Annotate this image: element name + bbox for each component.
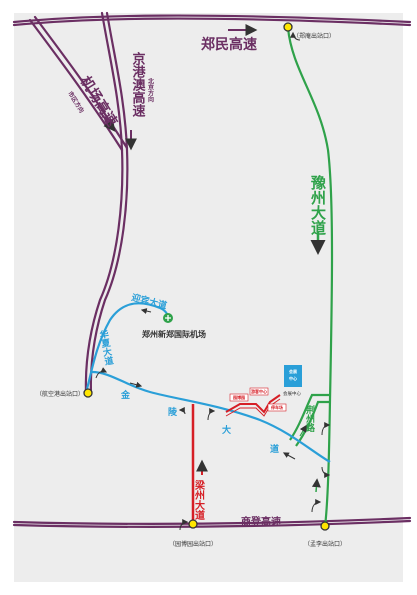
road-arrows	[95, 31, 331, 531]
direction-arrow-icon	[99, 111, 116, 132]
sign-box	[229, 393, 249, 402]
jinggang-highway-line-1	[84, 11, 124, 395]
liangzhou-label: 梁州大道	[193, 479, 206, 521]
jinling-avenue-line	[91, 370, 331, 463]
exit-markers	[83, 22, 330, 531]
blue-roads	[84, 302, 331, 463]
turn-arrow-icon	[321, 422, 331, 436]
airport-highway-line-1	[28, 18, 124, 152]
jinggang-direction: 北京方向	[147, 77, 154, 103]
turn-arrow-icon	[207, 408, 216, 421]
exit-marker-icon	[283, 22, 293, 32]
airport-highway-line-2	[33, 15, 129, 150]
jinggang-highway-line-2	[89, 11, 129, 395]
exit-marker-icon	[188, 519, 198, 529]
highway-arrows	[99, 24, 258, 151]
turn-arrow-icon	[178, 407, 186, 415]
zhengmin-label: 郑民高速	[201, 36, 257, 53]
red-sign-2: 游客中心	[251, 388, 267, 394]
exit-label-menglizhuang: （孟李出站口）	[304, 540, 346, 548]
turn-arrow-icon	[290, 31, 301, 41]
park-route-line	[225, 394, 281, 414]
sign-box	[267, 403, 287, 412]
building-label: 会展中心	[283, 390, 301, 397]
jingzhou-label: 荆州路	[304, 404, 316, 433]
turn-arrow-icon	[311, 499, 322, 513]
jinling-char-2: 陵	[168, 406, 178, 418]
exit-label-zhengan: （郑庵出站口）	[293, 32, 335, 40]
jinling-char-3: 大	[222, 424, 231, 436]
park-signs: 园博园 游客中心 停车场 会展 中心 会展中心	[229, 365, 302, 412]
turn-arrow-icon	[321, 466, 331, 478]
jinling-char-1: 金	[120, 389, 131, 401]
jinling-char-4: 道	[270, 443, 279, 455]
direction-arrow-icon	[282, 452, 296, 460]
shangdeng-label: 商登高速	[241, 515, 281, 528]
airport-icon	[163, 313, 173, 323]
expo-building	[284, 365, 302, 387]
red-sign-1: 园博园	[233, 394, 245, 400]
jingzhou-road-line	[289, 393, 330, 441]
exit-marker-icon	[83, 388, 93, 398]
map-panel	[14, 13, 403, 582]
zhengmin-highway-line-2	[12, 17, 412, 27]
sign-box	[249, 387, 269, 396]
turn-arrow-icon	[179, 519, 189, 531]
yingbin-avenue-line	[84, 302, 170, 394]
direction-arrow-icon	[129, 381, 143, 388]
red-sign-3: 停车场	[271, 404, 283, 410]
exit-label-konggang: （航空港出站口）	[36, 390, 84, 398]
highways	[12, 11, 412, 529]
expo-box-line-2: 中心	[289, 375, 297, 381]
yuzhou-label: 豫州大道	[309, 174, 327, 235]
exit-marker-icon	[320, 521, 330, 531]
zhengmin-highway-line-1	[12, 14, 412, 24]
direction-arrow-icon	[299, 424, 307, 437]
yuzhou-avenue-line	[286, 27, 334, 528]
turn-arrow-icon	[95, 367, 108, 379]
airport-label: 郑州新郑国际机场	[142, 329, 206, 339]
expo-box-line-1: 会展	[289, 368, 297, 374]
direction-arrow-icon	[140, 308, 152, 314]
exit-label-yuanbo: （园博园出站口）	[169, 540, 217, 548]
jinggang-label: 京港澳高速	[130, 51, 146, 118]
direction-arrow-icon	[311, 478, 321, 493]
